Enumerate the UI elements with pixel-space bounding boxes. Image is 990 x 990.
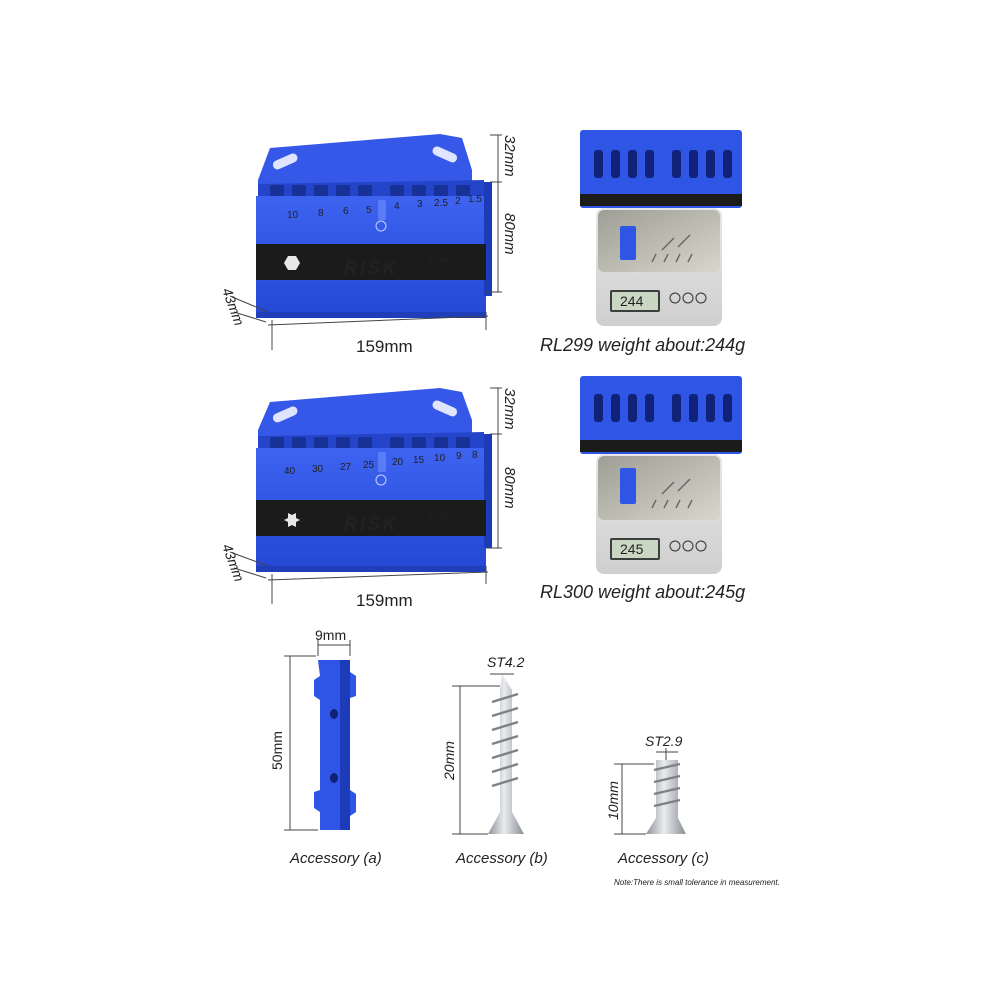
slot-label: 9 — [456, 451, 462, 462]
screw-spec: ST2.9 — [645, 733, 683, 749]
scale-button — [695, 292, 707, 304]
slot-label: 27 — [340, 462, 352, 473]
screws — [651, 234, 693, 263]
screws — [651, 478, 693, 509]
holder-top-view — [580, 130, 742, 208]
tolerance-note: Note:There is small tolerance in measure… — [614, 878, 780, 887]
holder-back-plate — [258, 134, 472, 190]
scale-reading: 245 — [620, 541, 644, 557]
holder-side — [484, 434, 492, 548]
slot-label: 25 — [363, 460, 375, 471]
width-label: 159mm — [356, 337, 413, 356]
depth-label: 43mm — [219, 286, 247, 328]
center-pin — [378, 452, 386, 472]
accessory-caption: Accessory (b) — [455, 850, 548, 867]
slot-label: 5 — [366, 205, 372, 216]
holder-top-view — [580, 376, 742, 454]
scale-plate — [598, 210, 720, 272]
slot-label: 8 — [318, 208, 324, 219]
depth-label: 43mm — [219, 542, 247, 584]
slot-openings — [270, 185, 470, 196]
holder-bottom-shadow — [256, 566, 486, 572]
hex-logo-small — [375, 220, 387, 232]
accessory-caption: Accessory (c) — [617, 850, 709, 867]
bracket-hole — [330, 773, 338, 783]
slot-label: 30 — [312, 464, 324, 475]
holder-back-plate — [258, 388, 472, 440]
height-main-label: 80mm — [501, 467, 518, 509]
slot-label: 3 — [417, 199, 423, 210]
scale-plate — [598, 456, 720, 520]
scale-button — [682, 540, 694, 552]
holder-slots — [594, 394, 732, 422]
weight-caption: RL300 weight about:245g — [540, 582, 745, 602]
mount-slot-right — [432, 400, 458, 417]
scale-button — [695, 540, 707, 552]
height-top-label: 32mm — [501, 135, 518, 177]
blue-clips — [620, 468, 636, 504]
holder-side — [484, 182, 492, 296]
bracket-hole — [330, 709, 338, 719]
holder-bottom-shadow — [256, 312, 486, 318]
hex-bolt-icon — [284, 256, 300, 270]
weight-caption: RL299 weight about:244g — [540, 335, 745, 355]
slot-label: 1.5 — [468, 194, 482, 205]
slot-label: 2.5 — [434, 198, 448, 209]
slot-label: 15 — [413, 455, 425, 466]
brand-logo: RISK — [344, 514, 399, 534]
length-label: 10mm — [605, 781, 621, 820]
slot-label: 8 — [472, 450, 478, 461]
torx-star-icon — [284, 513, 300, 527]
screw-st29 — [646, 760, 686, 834]
mount-slot-left — [272, 406, 298, 423]
slot-label: 6 — [343, 206, 349, 217]
rl300-scale-photo: 245 — [580, 376, 742, 574]
mount-slot-right — [432, 146, 458, 163]
slot-label: 20 — [392, 457, 404, 468]
center-pin — [378, 200, 386, 220]
rl299-holder: 10 8 6 5 4 3 2.5 2 1.5 RISK RL299 — [256, 134, 492, 318]
accessory-c: ST2.9 10mm Accessory (c) — [605, 733, 709, 867]
width-label: 159mm — [356, 591, 413, 610]
height-main-label: 80mm — [501, 213, 518, 255]
length-label: 50mm — [269, 731, 285, 770]
rl300-holder: 40 30 27 25 20 15 10 9 8 RISK RL300 — [256, 388, 492, 572]
rl299-scale-photo: 244 — [580, 130, 742, 326]
accessory-b: ST4.2 20mm Accessory (b) — [441, 654, 548, 867]
accessory-a: 9mm 50mm Accessory (a) — [269, 627, 382, 867]
accessory-caption: Accessory (a) — [289, 850, 382, 867]
width-label: 9mm — [315, 627, 346, 643]
rl300-dimensions — [229, 387, 502, 604]
slot-label: 10 — [287, 210, 299, 221]
rl299-dimensions — [229, 134, 502, 350]
height-top-label: 32mm — [501, 388, 518, 430]
slot-label: 4 — [394, 201, 400, 212]
brand-logo: RISK — [344, 258, 399, 278]
slot-openings — [270, 437, 470, 448]
scale-reading: 244 — [620, 293, 644, 309]
slot-label: 2 — [455, 196, 461, 207]
blue-clips — [620, 226, 636, 260]
scale-button — [669, 292, 681, 304]
hex-logo-small — [375, 474, 387, 486]
holder-slots — [594, 150, 732, 178]
length-label: 20mm — [441, 741, 457, 781]
model-label: RL300 — [428, 513, 449, 520]
scale-button — [669, 540, 681, 552]
screw-spec: ST4.2 — [487, 654, 525, 670]
slot-label: 10 — [434, 453, 446, 464]
slot-label: 40 — [284, 466, 296, 477]
mount-slot-left — [272, 153, 298, 170]
model-label: RL299 — [428, 257, 449, 264]
scale-button — [682, 292, 694, 304]
